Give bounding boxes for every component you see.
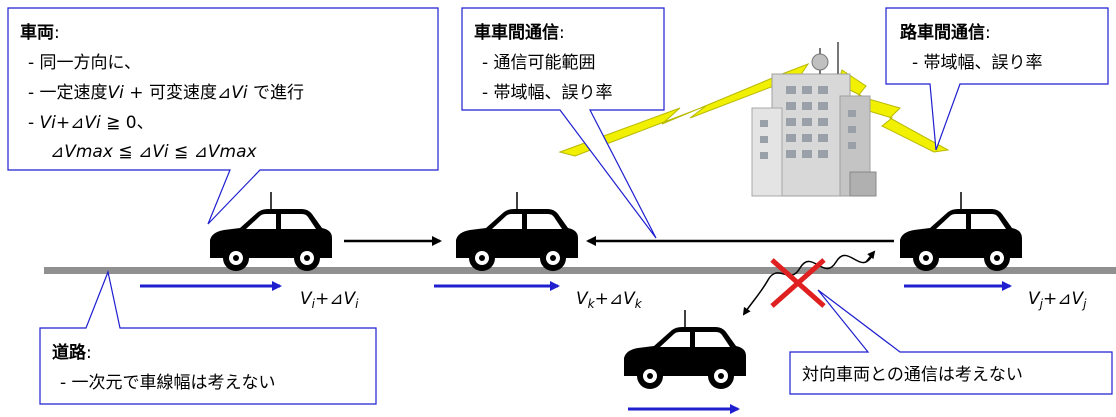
vehicle-title: 車両: [20, 22, 54, 43]
r2v-callout: [885, 7, 1109, 151]
v2v-title-line: 車車間通信:: [474, 22, 565, 43]
velocity-label-j: Vj+⊿Vj: [1028, 289, 1087, 311]
v2v-lightning-icon: [558, 62, 810, 157]
oncoming-callout: [789, 289, 1113, 395]
v2v-line1: - 通信可能範囲: [482, 53, 596, 73]
vehicle-line2: - 一定速度Vi + 可変速度⊿Vi で進行: [28, 83, 304, 103]
oncoming-car-icon: [623, 310, 747, 390]
road-title: 道路: [52, 342, 87, 363]
building-icon: [751, 42, 877, 197]
v2v-callout: [461, 7, 665, 239]
vehicle-line1: - 同一方向に、: [28, 53, 141, 73]
velocity-label-i: Vi+⊿Vi: [300, 289, 359, 311]
car-k-icon: [455, 192, 579, 272]
road-callout: [39, 269, 377, 405]
velocity-label-k: Vk+⊿Vk: [576, 289, 643, 311]
vehicle-callout-text: 車両:: [20, 22, 60, 43]
oncoming-line1: 対向車両との通信は考えない: [802, 365, 1023, 385]
road-line1: - 一次元で車線幅は考えない: [60, 373, 276, 393]
car-i-icon: [209, 192, 333, 272]
r2v-title: 路車間通信: [900, 22, 985, 43]
car-j-icon: [899, 192, 1023, 272]
r2v-title-line: 路車間通信:: [900, 22, 991, 43]
road: [44, 267, 1116, 274]
vehicle-callout: [7, 7, 439, 225]
blocked-cross-icon: [770, 258, 826, 308]
blocked-signal-wave: [742, 254, 873, 316]
v2v-title: 車車間通信: [474, 22, 559, 43]
r2v-line1: - 帯域幅、誤り率: [912, 53, 1043, 73]
vehicle-line3: - Vi+⊿Vi ≧ 0、: [28, 113, 154, 133]
v2v-line2: - 帯域幅、誤り率: [482, 83, 613, 103]
vehicle-line4: ⊿Vmax ≦ ⊿Vi ≦ ⊿Vmax: [50, 142, 258, 162]
road-title-line: 道路:: [52, 342, 92, 363]
